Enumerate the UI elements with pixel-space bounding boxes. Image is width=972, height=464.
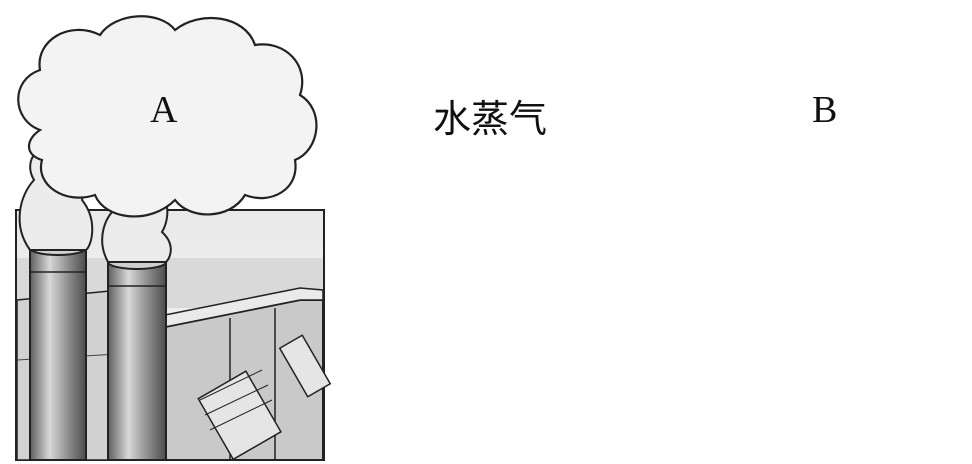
factory-panel xyxy=(15,145,332,461)
smokestack-left xyxy=(29,240,87,461)
cloud-a-label: A xyxy=(150,89,178,131)
cloud-vapor-label: 水蒸气 xyxy=(433,97,548,141)
smokestack-right xyxy=(107,254,167,461)
factory-building xyxy=(149,287,332,461)
cloud-b-label: B xyxy=(812,89,838,131)
cloud-a xyxy=(17,15,318,218)
